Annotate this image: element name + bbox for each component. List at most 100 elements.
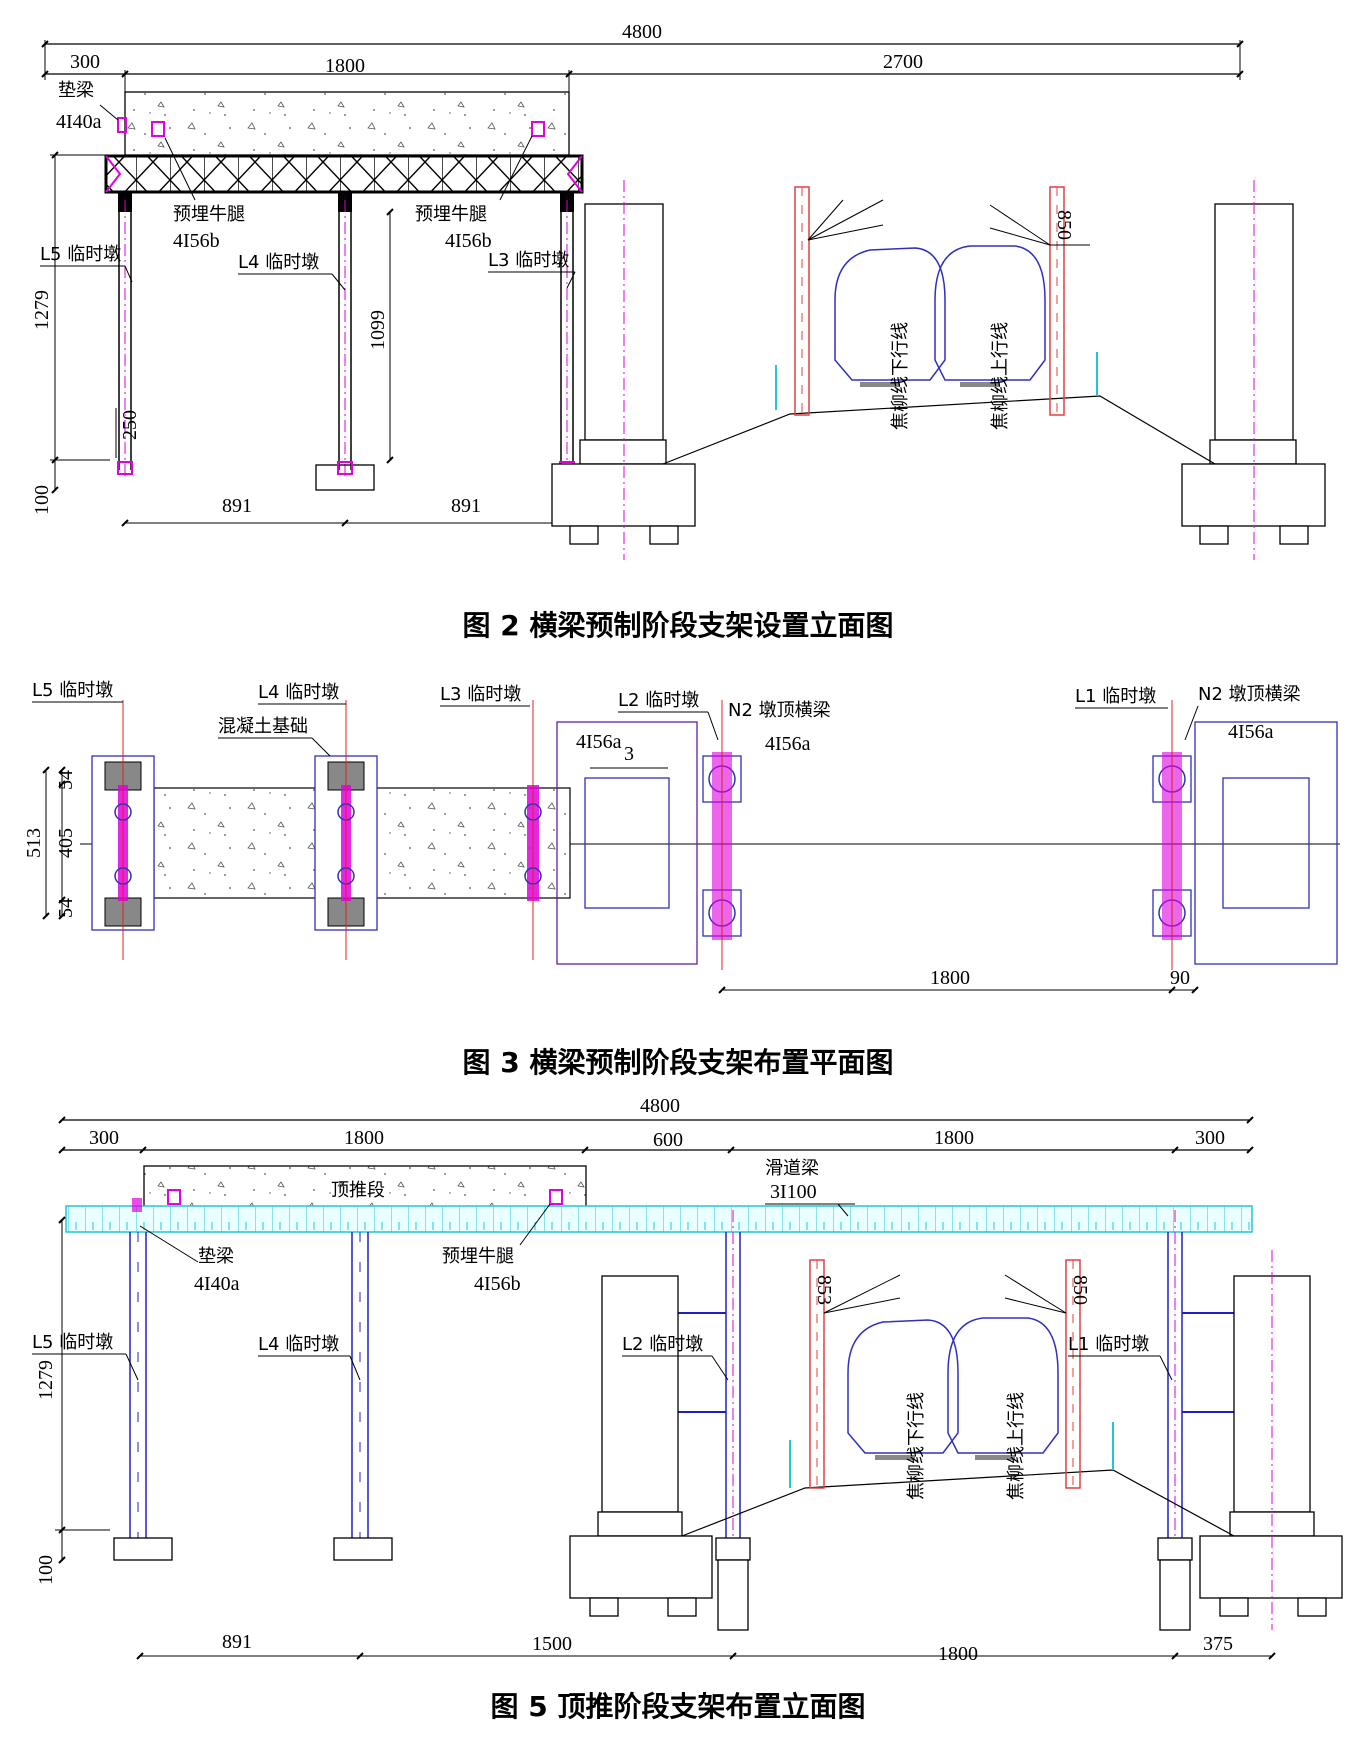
- label-pad-beam-spec: 4I40a: [56, 111, 102, 133]
- catenary-mast-left: [794, 186, 884, 416]
- label-slide-beam: 滑道梁: [765, 1158, 819, 1179]
- label-corbel-push-spec: 4I56b: [474, 1273, 521, 1295]
- label-pad-beam-push-spec: 4I40a: [194, 1273, 240, 1295]
- figure-2: 4800 300 1800 2700: [31, 21, 1326, 642]
- temp-pier-L1-push: [1157, 1210, 1235, 1631]
- label-spec-1-sub: 3: [624, 743, 634, 765]
- label-slide-beam-spec: 3I100: [770, 1181, 817, 1203]
- label-L2-push: L2 临时墩: [622, 1334, 703, 1355]
- label-up-line: 焦柳线上行线: [990, 322, 1011, 430]
- dim-891-push-label: 891: [222, 1631, 252, 1653]
- label-L4-plan: L4 临时墩: [258, 682, 339, 703]
- figure-3-caption: 图 3 横梁预制阶段支架布置平面图: [463, 1046, 894, 1079]
- dim-1800a-label: 1800: [344, 1127, 384, 1149]
- dim-375-label: 375: [1203, 1633, 1233, 1655]
- label-L5-pier: L5 临时墩: [40, 244, 121, 265]
- label-L2-plan: L2 临时墩: [618, 690, 699, 711]
- dim-1800b-label: 1800: [934, 1127, 974, 1149]
- label-L4-pier: L4 临时墩: [238, 252, 319, 273]
- label-N2-crossbeam-1: N2 墩顶横梁: [728, 700, 831, 721]
- label-L3-plan: L3 临时墩: [440, 684, 521, 705]
- label-push-segment: 顶推段: [331, 1180, 385, 1201]
- temp-pier-L4-push: [333, 1232, 393, 1561]
- temp-pier-L3-plan: [524, 700, 542, 960]
- label-850: 850: [1053, 210, 1075, 240]
- main-pier-plan-right: [1152, 700, 1338, 970]
- label-L3-pier: L3 临时墩: [488, 250, 569, 271]
- label-corbel-push: 预埋牛腿: [442, 1246, 514, 1267]
- dim-90-label: 90: [1170, 967, 1190, 989]
- label-853: 853: [813, 1275, 835, 1305]
- figure-5: 4800 300 1800 600 1800 300: [32, 1095, 1343, 1723]
- label-corbel-1-spec: 4I56b: [173, 230, 220, 252]
- corbel-marker: [531, 121, 545, 137]
- catenary-mast-right-push: [1004, 1259, 1081, 1489]
- figure-2-caption: 图 2 横梁预制阶段支架设置立面图: [463, 609, 894, 642]
- railway-profile-push: [789, 1317, 1114, 1488]
- temp-pier-L4: [315, 200, 375, 491]
- temp-pier-L4-plan: [314, 700, 378, 960]
- dim-1800-plan-label: 1800: [930, 967, 970, 989]
- label-L5-push: L5 临时墩: [32, 1332, 113, 1353]
- temp-pier-L5: [117, 200, 133, 480]
- dim-250-label: 250: [119, 410, 141, 440]
- main-pier-right-push: [1199, 1250, 1343, 1630]
- dim-891b-label: 891: [451, 495, 481, 517]
- label-spec-3: 4I56a: [1228, 721, 1274, 743]
- main-pier-left: [551, 180, 696, 560]
- dim-54b-label: 54: [55, 898, 77, 918]
- dim-1279-label: 1279: [31, 290, 53, 330]
- main-pier-plan-left: [556, 700, 742, 970]
- dim-600-label: 600: [653, 1129, 683, 1151]
- dim-300b-label: 300: [1195, 1127, 1225, 1149]
- main-pier-right: [1181, 180, 1326, 560]
- steel-truss: [104, 154, 584, 194]
- label-L4-push: L4 临时墩: [258, 1334, 339, 1355]
- dim-total-5-label: 4800: [640, 1095, 680, 1117]
- figure-3: L5 临时墩 L4 临时墩 混凝土基础 L3 临时墩 L2 临时墩 N2 墩顶横…: [23, 680, 1340, 1079]
- label-corbel-2-spec: 4I56b: [445, 230, 492, 252]
- label-pad-beam: 垫梁: [58, 80, 94, 101]
- label-corbel-1: 预埋牛腿: [173, 204, 245, 225]
- catenary-mast-left-push: [809, 1259, 901, 1489]
- temp-pier-L3: [559, 200, 575, 480]
- label-N2-crossbeam-2: N2 墩顶横梁: [1198, 684, 1301, 705]
- label-spec-2: 4I56a: [765, 733, 811, 755]
- railway-profile: [775, 245, 1098, 410]
- dim-100-label: 100: [31, 485, 53, 515]
- dim-1800-label: 1800: [325, 55, 365, 77]
- catenary-mast-right: [989, 186, 1090, 416]
- temp-pier-L5-push: [113, 1198, 173, 1561]
- dim-1500-label: 1500: [532, 1633, 572, 1655]
- concrete-crossbeam: [124, 91, 570, 156]
- dim-1800c-label: 1800: [938, 1643, 978, 1665]
- label-pad-beam-push: 垫梁: [198, 1246, 234, 1267]
- dim-300a-label: 300: [89, 1127, 119, 1149]
- label-850-push: 850: [1069, 1275, 1091, 1305]
- temp-pier-L5-plan: [91, 700, 155, 960]
- dim-2700-label: 2700: [883, 51, 923, 73]
- temp-pier-L2-push: [678, 1210, 751, 1631]
- dim-total-label: 4800: [622, 21, 662, 43]
- dim-513-label: 513: [23, 828, 45, 858]
- dim-100-push-label: 100: [35, 1555, 57, 1585]
- label-foundation: 混凝土基础: [218, 716, 308, 737]
- label-down-line: 焦柳线下行线: [890, 322, 911, 430]
- label-up-line-push: 焦柳线上行线: [1006, 1392, 1027, 1500]
- label-L1-push: L1 临时墩: [1068, 1334, 1149, 1355]
- label-corbel-2: 预埋牛腿: [415, 204, 487, 225]
- label-L1-plan: L1 临时墩: [1075, 686, 1156, 707]
- corbel-marker: [151, 121, 165, 137]
- slide-beam: [65, 1205, 1253, 1233]
- dim-1279-push-label: 1279: [35, 1360, 57, 1400]
- label-down-line-push: 焦柳线下行线: [906, 1392, 927, 1500]
- figure-5-caption: 图 5 顶推阶段支架布置立面图: [491, 1690, 866, 1723]
- dim-891a-label: 891: [222, 495, 252, 517]
- dim-54a-label: 54: [55, 770, 77, 790]
- label-spec-1: 4I56a: [576, 731, 622, 753]
- label-L5-plan: L5 临时墩: [32, 680, 113, 701]
- dim-1099-label: 1099: [367, 310, 389, 350]
- dim-405-label: 405: [55, 828, 77, 858]
- main-pier-left-push: [569, 1275, 713, 1617]
